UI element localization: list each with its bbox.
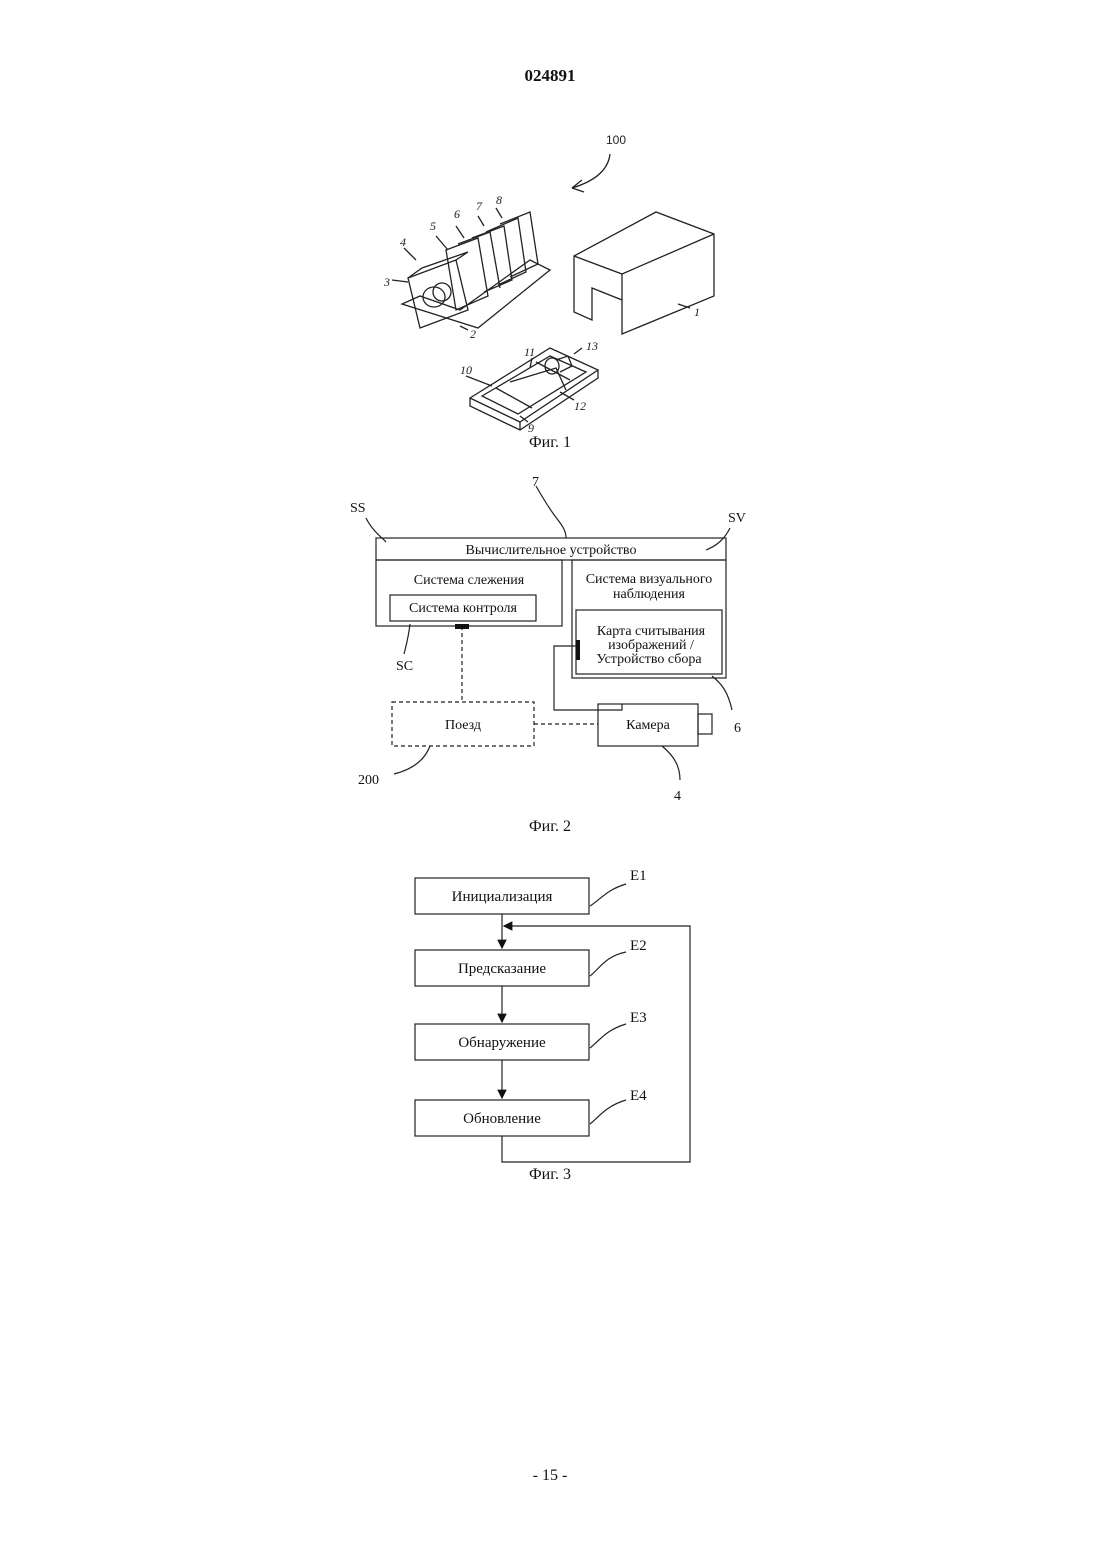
computing-device-label: Вычислительное устройство [466,543,637,558]
tracking-system-label: Система слежения [414,573,525,588]
ref-7-label: 7 [532,475,539,490]
camera-label: Камера [626,718,670,733]
tracking-system-box [376,560,562,626]
ref-12-label: 12 [574,399,586,413]
ref-8-label: 8 [496,193,502,207]
control-system-label: Система контроля [409,601,518,616]
flow-ref-e3: E3 [630,1010,647,1026]
ref-100-label: 100 [606,133,626,147]
image-card-label-line2: изображений / [608,638,694,653]
sc-label: SC [396,659,413,674]
sv-label: SV [728,511,746,526]
ref-200-label: 200 [358,773,379,788]
ref-5-label: 5 [430,219,436,233]
flow-step-e3-label: Обнаружение [458,1035,546,1051]
flow-ref-e1: E1 [630,868,647,884]
train-label: Поезд [445,718,481,733]
flow-step-e1-label: Инициализация [452,889,553,905]
ref-11-label: 11 [524,345,535,359]
figure-2-caption: Фиг. 2 [490,818,610,836]
ref-1-label: 1 [694,305,700,319]
ref-7-label: 7 [476,199,483,213]
ref-6-label: 6 [734,721,741,736]
figure-2-diagram: Вычислительное устройство Система слежен… [340,470,760,810]
ref-2-label: 2 [470,327,476,341]
flow-ref-e2: E2 [630,938,647,954]
ss-label: SS [350,501,366,516]
ref-4-label: 4 [400,235,406,249]
flow-step-e2-label: Предсказание [458,961,546,977]
figure-3-caption: Фиг. 3 [490,1166,610,1184]
ref-6-label: 6 [454,207,460,221]
visual-system-label-line1: Система визуального [586,572,713,587]
visual-system-label-line2: наблюдения [613,587,686,602]
ref-9-label: 9 [528,421,534,435]
ref-10-label: 10 [460,363,472,377]
camera-lens [698,714,712,734]
ref-3-label: 3 [383,275,390,289]
figure-1-caption: Фиг. 1 [490,434,610,452]
flow-ref-e4: E4 [630,1088,647,1104]
figure-3-flowchart: Инициализация Предсказание Обнаружение О… [400,862,700,1166]
image-card-label-line1: Карта считывания [597,624,706,639]
image-card-label-line3: Устройство сбора [596,652,702,667]
document-number: 024891 [0,66,1100,86]
ref-13-label: 13 [586,339,598,353]
page-number: - 15 - [0,1467,1100,1485]
figure-1-drawing: 100 1 2 3 4 5 6 7 8 9 10 11 12 13 [360,120,760,440]
ref-4-label: 4 [674,789,681,804]
flow-step-e4-label: Обновление [463,1111,541,1127]
